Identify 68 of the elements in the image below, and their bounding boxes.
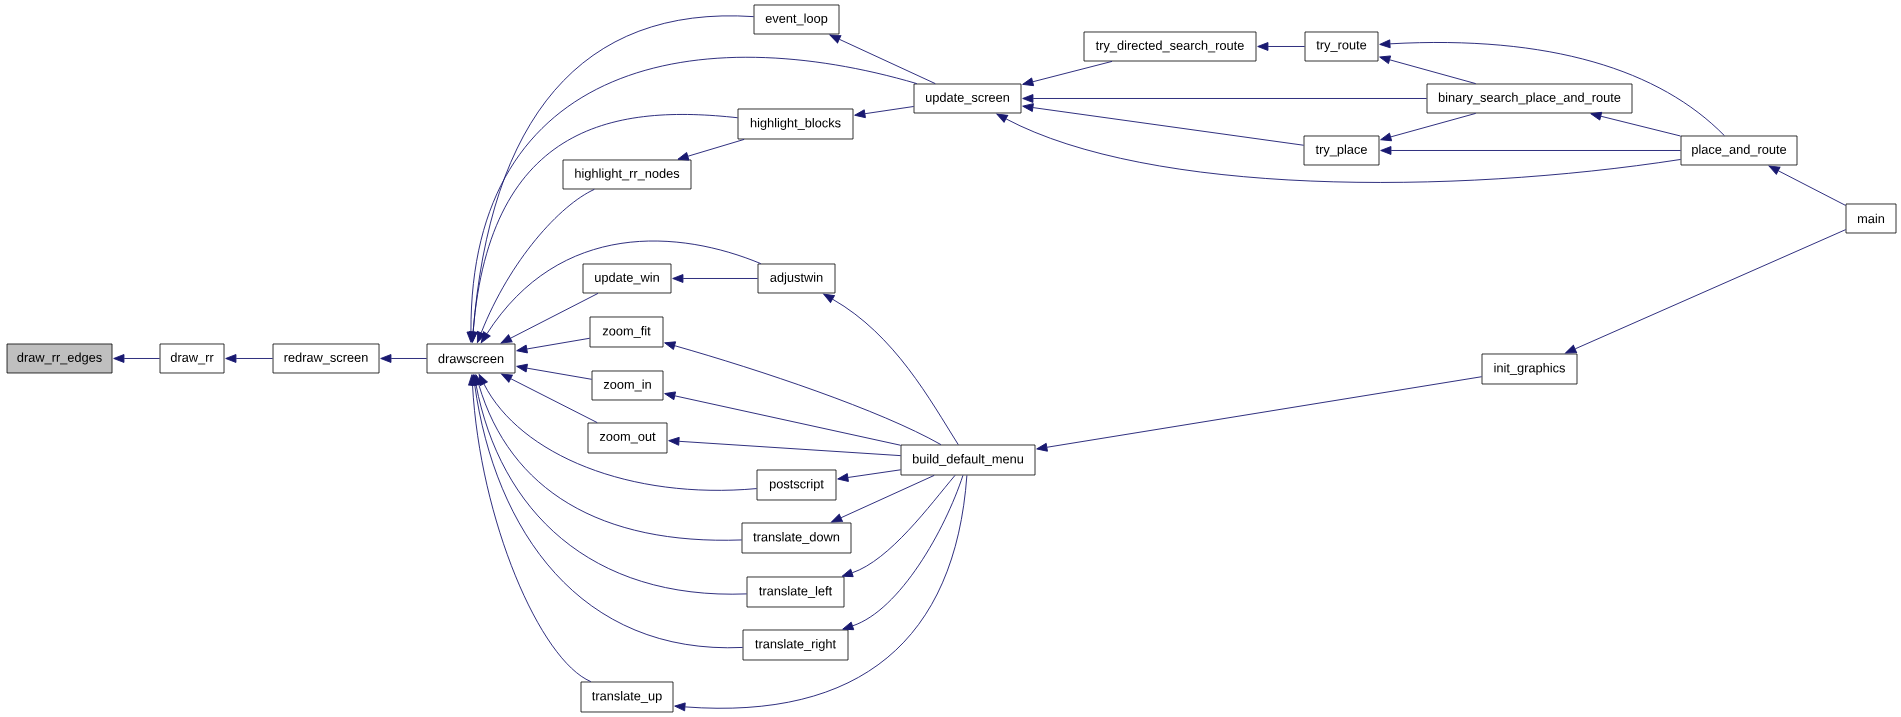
arrow (1379, 55, 1477, 85)
arrow (1257, 42, 1306, 51)
arrow (500, 292, 599, 344)
function-box: place_and_route (1680, 135, 1798, 166)
arrow (1379, 39, 1725, 137)
arrow (674, 474, 968, 712)
arrow (823, 293, 959, 446)
function-box: translate_left (746, 576, 845, 608)
arrow (854, 106, 915, 119)
arrow (1022, 94, 1428, 103)
function-box: adjustwin (757, 263, 836, 294)
function-box: event_loop (753, 4, 840, 35)
function-box: main (1845, 203, 1897, 234)
arrow (831, 474, 935, 523)
function-box: zoom_in (591, 370, 664, 401)
arrow (1380, 112, 1477, 142)
function-box: translate_up (580, 681, 674, 713)
arrow (1565, 229, 1847, 354)
arrow (672, 274, 759, 283)
arrow (841, 474, 956, 578)
arrow (1380, 146, 1682, 155)
function-box: binary_search_place_and_route (1426, 83, 1633, 114)
function-box: try_place (1303, 135, 1380, 166)
function-box: update_screen (913, 83, 1022, 114)
arrow (1036, 376, 1483, 452)
arrow (501, 373, 598, 424)
function-box: zoom_fit (589, 316, 664, 348)
arrow (476, 188, 595, 343)
arrow (1768, 165, 1847, 206)
function-box: drawscreen (426, 343, 516, 374)
arrow (677, 138, 745, 161)
arrow (829, 34, 936, 85)
arrow (1022, 103, 1305, 146)
function-box: draw_rr_edges (6, 343, 113, 374)
arrow (471, 374, 748, 595)
function-box: update_win (582, 263, 672, 294)
arrow (664, 341, 942, 446)
arrow (466, 56, 918, 343)
arrow (470, 374, 744, 648)
function-box: init_graphics (1481, 353, 1578, 385)
arrow (225, 354, 274, 363)
arrow (380, 354, 428, 363)
arrow (516, 363, 593, 380)
arrow (516, 337, 591, 354)
arrow (474, 374, 743, 541)
arrow (842, 474, 964, 631)
function-box: postscript (756, 469, 837, 501)
arrow (480, 240, 762, 343)
arrow (668, 436, 902, 457)
arrow (468, 114, 739, 343)
function-box: build_default_menu (900, 444, 1036, 476)
arrow (113, 354, 161, 363)
function-box: translate_down (741, 522, 852, 554)
function-box: zoom_out (587, 422, 668, 454)
arrow (1590, 111, 1682, 137)
function-box: highlight_rr_nodes (562, 159, 692, 190)
function-box: translate_right (742, 629, 849, 661)
function-box: draw_rr (159, 343, 225, 374)
function-box: highlight_blocks (737, 108, 854, 140)
arrow (837, 469, 902, 482)
function-box: redraw_screen (272, 343, 380, 374)
function-box: try_directed_search_route (1083, 31, 1257, 62)
arrow (478, 374, 758, 491)
arrow (996, 113, 1682, 183)
arrow (664, 391, 902, 446)
arrow (468, 374, 592, 683)
arrow (1022, 60, 1113, 87)
function-box: try_route (1304, 31, 1379, 62)
